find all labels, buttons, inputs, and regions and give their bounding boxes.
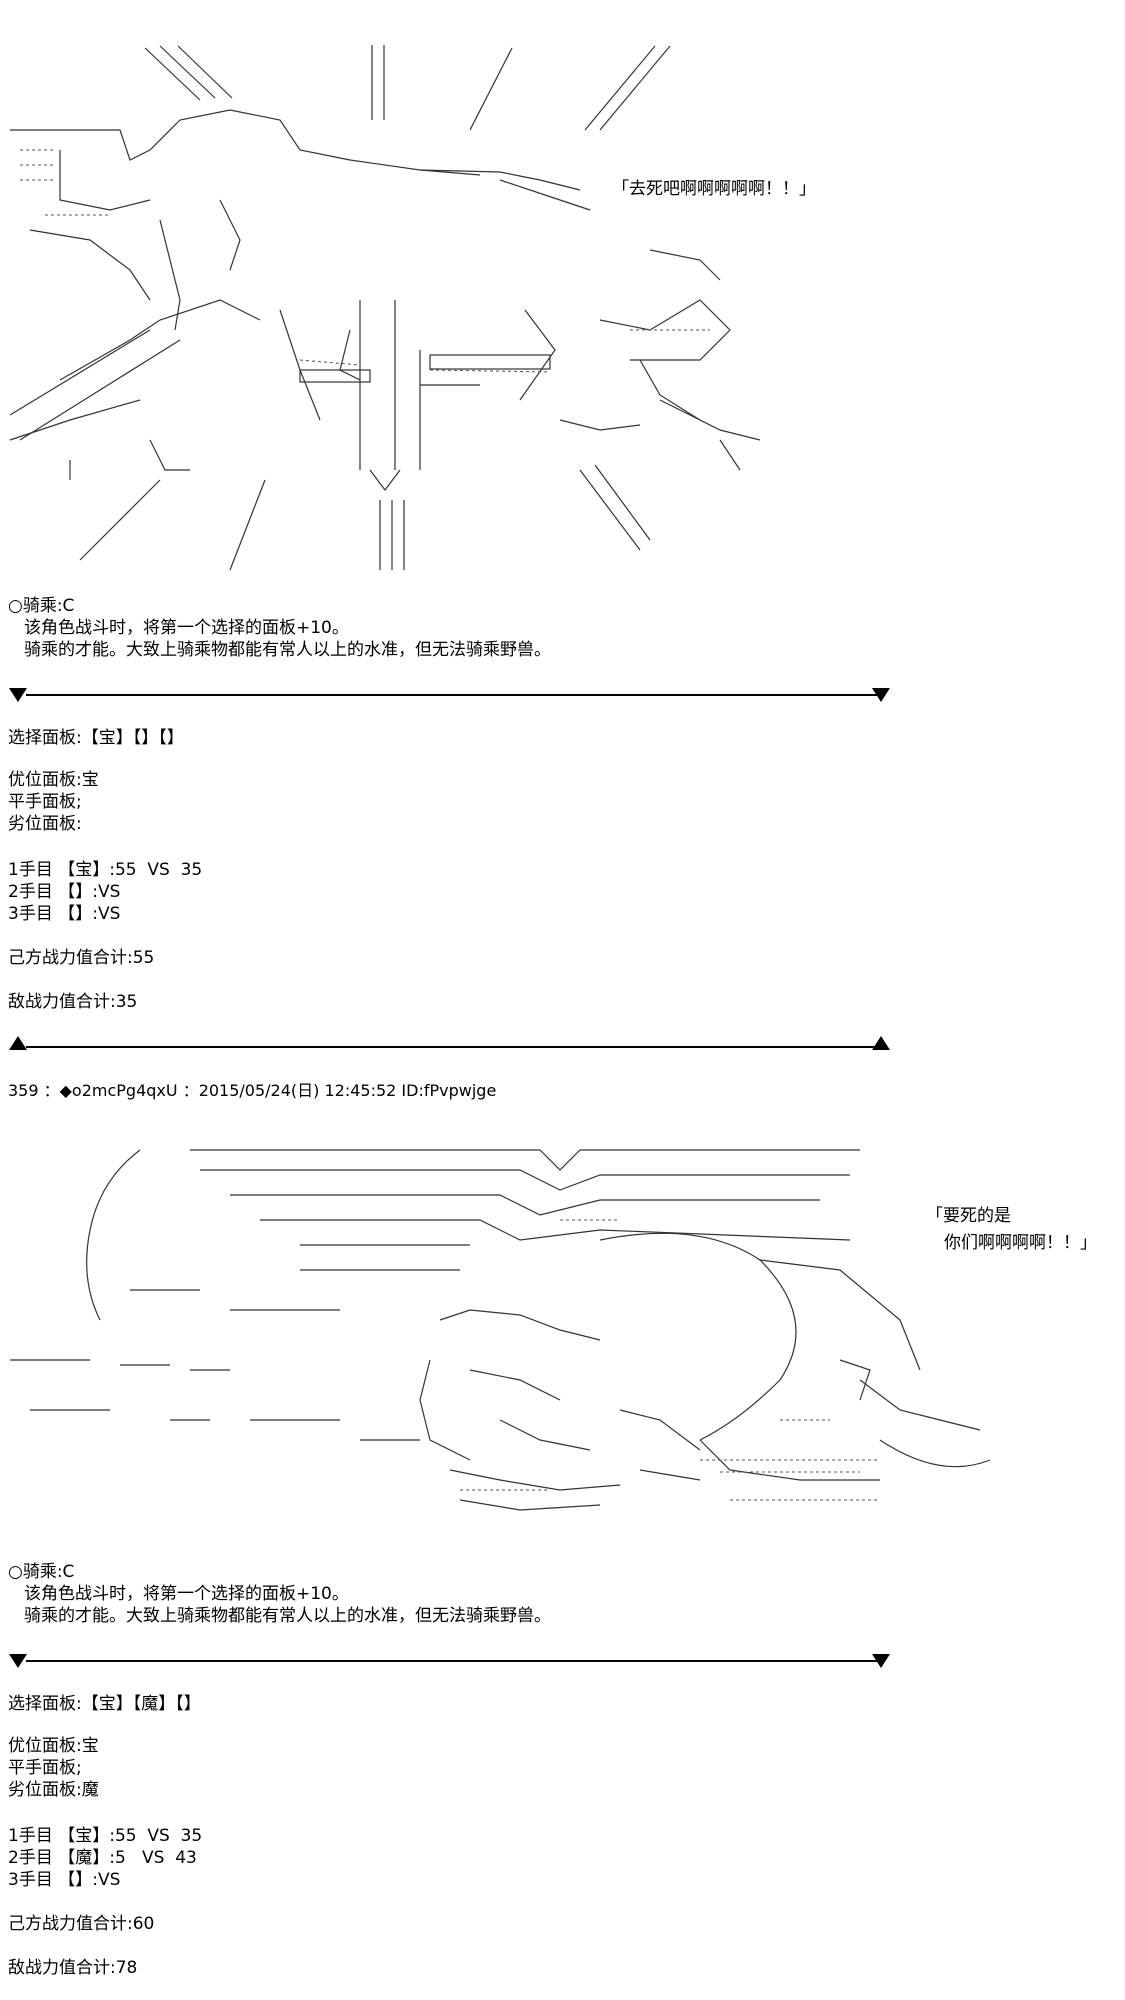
divider-line-2	[26, 1046, 878, 1048]
even-panel-2: 平手面板;	[8, 1758, 82, 1778]
divider-right-arrow-3	[872, 1654, 890, 1668]
advantage-panel-2: 优位面板:宝	[8, 1736, 99, 1756]
turn-1-result-1: 1手目 【宝】:55 VS 35	[8, 860, 203, 880]
own-total-2: 己方战力值合计:60	[8, 1914, 155, 1934]
turn-2-result-1: 2手目 【】:VS	[8, 882, 121, 902]
divider-line-1	[26, 694, 878, 696]
even-panel-1: 平手面板;	[8, 792, 82, 812]
speech-bubble-2-line-1: 「要死的是	[926, 1206, 1011, 1226]
select-panel-label-2: 选择面板:【宝】【魔】【】	[8, 1694, 201, 1714]
skill-desc-2b: 骑乘的才能。大致上骑乘物都能有常人以上的水准，但无法骑乘野兽。	[24, 1606, 551, 1626]
turn-1-result-2: 1手目 【宝】:55 VS 35	[8, 1826, 203, 1846]
enemy-total-2: 敌战力值合计:78	[8, 1958, 138, 1978]
enemy-total-1: 敌战力值合计:35	[8, 992, 138, 1012]
divider-left-arrow-3	[9, 1654, 27, 1668]
disadvantage-panel-1: 劣位面板:	[8, 814, 82, 834]
advantage-panel-1: 优位面板:宝	[8, 770, 99, 790]
ascii-art-drawing-1	[9, 45, 760, 571]
skill-desc-2a: 该角色战斗时，将第一个选择的面板+10。	[24, 1584, 349, 1604]
speech-bubble-1: 「去死吧啊啊啊啊啊！！」	[612, 179, 816, 199]
select-panel-label-1: 选择面板:【宝】【】【】	[8, 728, 184, 748]
divider-left-arrow-1	[9, 688, 27, 702]
turn-3-result-2: 3手目 【】:VS	[8, 1870, 121, 1890]
ascii-art-drawing-2	[10, 1149, 991, 1511]
turn-2-result-2: 2手目 【魔】:5 VS 43	[8, 1848, 197, 1868]
post-header: 359 ：◆o2mcPg4qxU ：2015/05/24(日) 12:45:52…	[8, 1081, 497, 1100]
skill-desc-1b: 骑乘的才能。大致上骑乘物都能有常人以上的水准，但无法骑乘野兽。	[24, 640, 551, 660]
divider-line-3	[26, 1660, 878, 1662]
skill-title-2: ○骑乘:C	[8, 1562, 75, 1582]
speech-bubble-2-line-2: 你们啊啊啊啊！！」	[944, 1233, 1097, 1253]
disadvantage-panel-2: 劣位面板:魔	[8, 1780, 99, 1800]
divider-left-arrow-2	[9, 1036, 27, 1050]
turn-3-result-1: 3手目 【】:VS	[8, 904, 121, 924]
own-total-1: 己方战力值合计:55	[8, 948, 155, 968]
skill-title-1: ○骑乘:C	[8, 596, 75, 616]
ascii-art-panel-1	[0, 0, 760, 580]
divider-right-arrow-2	[872, 1036, 890, 1050]
ascii-art-panel-2	[0, 1120, 1020, 1530]
skill-desc-1a: 该角色战斗时，将第一个选择的面板+10。	[24, 618, 349, 638]
divider-right-arrow-1	[872, 688, 890, 702]
